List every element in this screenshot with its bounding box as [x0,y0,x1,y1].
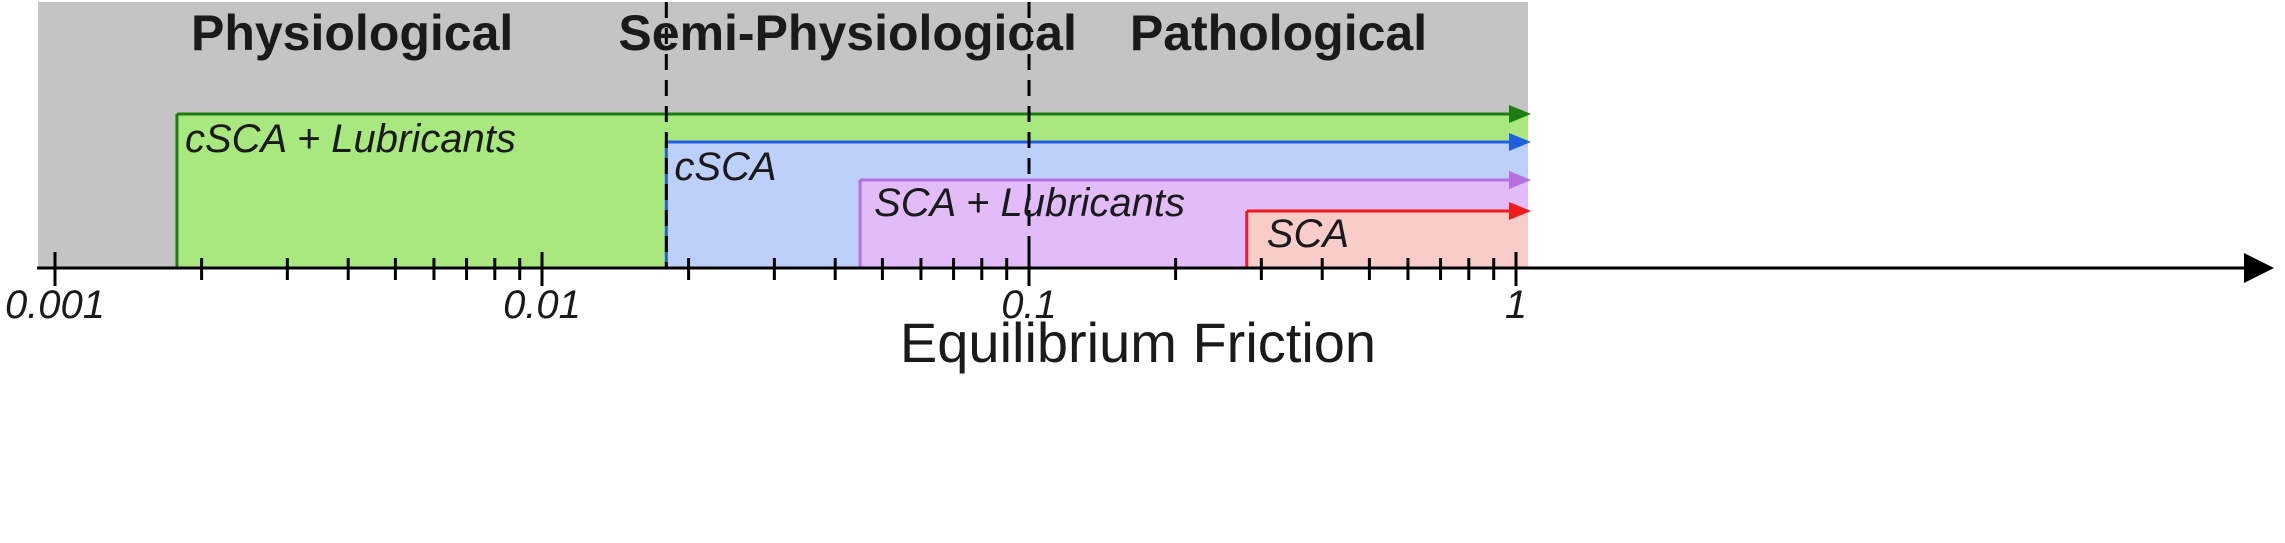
x-tick-label-0-001: 0.001 [5,283,105,327]
x-tick-label-1: 1 [1505,283,1527,327]
band-label-sca: SCA [1267,212,1349,256]
band-label-sca-lubricants: SCA + Lubricants [874,181,1185,225]
band-arrow-sca [1509,202,1531,220]
region-label-physiological: Physiological [191,5,513,61]
band-arrow-csca [1509,133,1531,151]
band-label-csca-lubricants: cSCA + Lubricants [185,117,516,161]
x-tick-label-0-01: 0.01 [503,283,581,327]
x-tick-label-0-1: 0.1 [1001,283,1057,327]
region-label-pathological: Pathological [1130,5,1427,61]
band-arrow-sca-lubricants [1509,171,1531,189]
band-arrow-csca-lubricants [1509,105,1531,123]
band-label-csca: cSCA [674,145,776,189]
band-sca [1246,211,1528,268]
region-label-semi-physiological: Semi-Physiological [618,5,1076,61]
x-axis-title: Equilibrium Friction [900,311,1376,374]
